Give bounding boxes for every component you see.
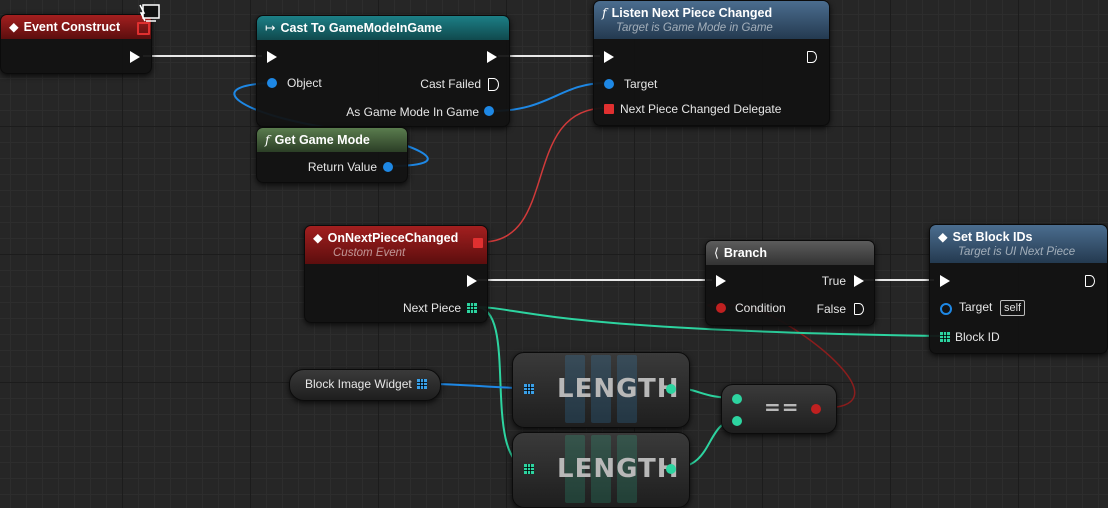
listen-subtitle: Target is Game Mode in Game — [616, 22, 773, 34]
block-id-input-pin[interactable] — [940, 332, 950, 342]
event-construct-header: ◆ Event Construct — [1, 15, 151, 39]
cast-to-gamemode-node[interactable]: ↦ Cast To GameModeInGame Object Cast Fail… — [256, 15, 510, 127]
exec-output-pin[interactable] — [807, 51, 817, 63]
delegate-input-pin[interactable] — [604, 104, 614, 114]
exec-output-pin[interactable] — [130, 51, 140, 63]
as-game-mode-output-pin[interactable] — [484, 106, 494, 116]
object-pin-label: Object — [287, 76, 322, 90]
on-next-piece-changed-node[interactable]: ◆ OnNextPieceChanged Custom Event Next Pi… — [304, 225, 488, 323]
branch-node[interactable]: ⟨ Branch True Condition False — [705, 240, 875, 326]
equals-input-b-pin[interactable] — [732, 416, 742, 426]
array-ghost-icon — [591, 435, 611, 503]
listen-next-piece-node[interactable]: f Listen Next Piece Changed Target is Gam… — [593, 0, 830, 126]
block-image-widget-node[interactable]: Block Image Widget — [289, 369, 441, 401]
on-next-piece-subtitle: Custom Event — [333, 247, 406, 259]
condition-input-pin[interactable] — [716, 303, 726, 313]
length-output-pin[interactable] — [666, 464, 676, 474]
event-diamond-icon: ◆ — [9, 20, 19, 34]
self-default-value[interactable]: self — [1000, 300, 1026, 316]
target-input-pin[interactable] — [940, 303, 952, 315]
event-construct-title: Event Construct — [23, 20, 121, 34]
array-input-pin[interactable] — [524, 464, 534, 474]
length-label: LENGTH — [557, 454, 680, 484]
cast-failed-pin[interactable] — [488, 78, 499, 91]
exec-output-pin[interactable] — [487, 51, 497, 63]
exec-input-pin[interactable] — [267, 51, 277, 63]
client-monitor-icon — [138, 3, 162, 25]
equals-node[interactable]: == — [721, 384, 837, 434]
equals-input-a-pin[interactable] — [732, 394, 742, 404]
exec-input-pin[interactable] — [604, 51, 614, 63]
target-input-pin[interactable] — [604, 79, 614, 89]
listen-header: f Listen Next Piece Changed Target is Gam… — [594, 1, 829, 39]
block-id-label: Block ID — [955, 330, 1000, 344]
set-block-ids-subtitle: Target is UI Next Piece — [958, 246, 1076, 258]
cast-arrow-icon: ↦ — [265, 21, 276, 35]
cast-title: Cast To GameModeInGame — [280, 21, 443, 35]
set-block-ids-title: Set Block IDs — [952, 230, 1033, 244]
length-node-1[interactable]: LENGTH — [512, 352, 690, 428]
length-output-pin[interactable] — [666, 384, 676, 394]
listen-title: Listen Next Piece Changed — [611, 6, 773, 20]
function-icon: f — [265, 132, 270, 147]
next-piece-label: Next Piece — [402, 301, 461, 315]
false-exec-pin[interactable] — [854, 303, 864, 315]
get-game-mode-title: Get Game Mode — [274, 133, 370, 147]
set-block-ids-header: ◆ Set Block IDs Target is UI Next Piece — [930, 225, 1107, 263]
function-icon: f — [602, 5, 607, 20]
return-value-output-pin[interactable] — [383, 162, 393, 172]
event-construct-node[interactable]: ◆ Event Construct — [0, 14, 152, 74]
array-ghost-icon — [617, 355, 637, 423]
delegate-wire — [481, 107, 607, 243]
get-game-mode-node[interactable]: f Get Game Mode Return Value — [256, 127, 408, 183]
array-ghost-icon — [565, 435, 585, 503]
array-ghost-icon — [617, 435, 637, 503]
branch-icon: ⟨ — [714, 246, 719, 260]
next-piece-output-pin[interactable] — [467, 303, 477, 313]
array-ghost-icon — [565, 355, 585, 423]
target-pin-label: Target — [959, 300, 993, 314]
as-game-mode-label: As Game Mode In Game — [346, 105, 479, 119]
return-value-label: Return Value — [307, 160, 377, 174]
array-input-pin[interactable] — [524, 384, 534, 394]
function-diamond-icon: ◆ — [938, 230, 948, 244]
true-exec-pin[interactable] — [854, 275, 864, 287]
on-next-piece-title: OnNextPieceChanged — [327, 231, 459, 245]
condition-label: Condition — [735, 301, 786, 315]
event-diamond-icon: ◆ — [313, 231, 323, 245]
block-image-widget-label: Block Image Widget — [305, 377, 412, 391]
delegate-output-pin[interactable] — [473, 238, 483, 248]
array-ghost-icon — [591, 355, 611, 423]
length-node-2[interactable]: LENGTH — [512, 432, 690, 508]
set-block-ids-node[interactable]: ◆ Set Block IDs Target is UI Next Piece T… — [929, 224, 1108, 354]
false-label: False — [816, 302, 846, 316]
cast-header: ↦ Cast To GameModeInGame — [257, 16, 509, 40]
exec-input-pin[interactable] — [716, 275, 726, 287]
branch-title: Branch — [723, 246, 767, 260]
length-label: LENGTH — [557, 374, 680, 404]
equals-output-pin[interactable] — [811, 404, 821, 414]
block-image-widget-output-pin[interactable] — [417, 379, 427, 389]
delegate-pin-label: Next Piece Changed Delegate — [620, 102, 782, 116]
exec-output-pin[interactable] — [467, 275, 477, 287]
branch-header: ⟨ Branch — [706, 241, 874, 265]
exec-input-pin[interactable] — [940, 275, 950, 287]
target-pin-label: Target — [624, 77, 658, 91]
on-next-piece-header: ◆ OnNextPieceChanged Custom Event — [305, 226, 487, 264]
delegate-output-pin[interactable] — [137, 22, 150, 35]
get-game-mode-header: f Get Game Mode — [257, 128, 407, 152]
object-input-pin[interactable] — [267, 78, 277, 88]
equals-label: == — [764, 395, 800, 419]
cast-failed-label: Cast Failed — [420, 77, 481, 91]
true-label: True — [821, 274, 846, 288]
exec-output-pin[interactable] — [1085, 275, 1095, 287]
